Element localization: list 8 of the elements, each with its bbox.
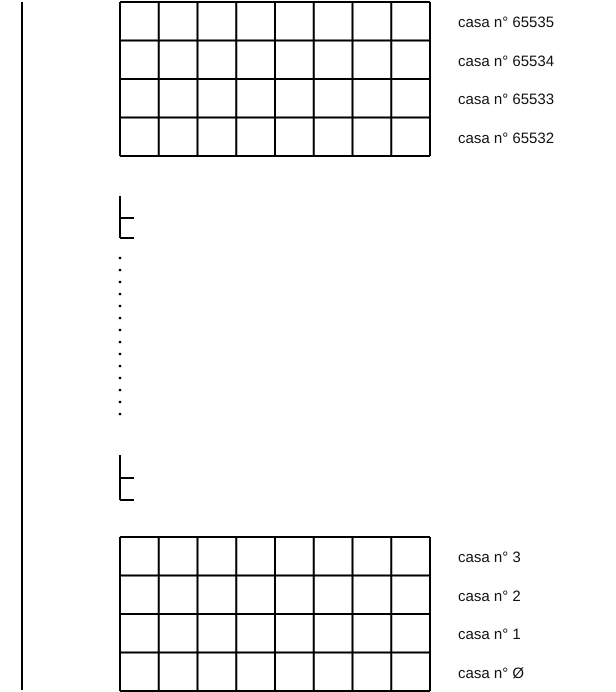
- memory-address-label: casa n° 65535: [458, 14, 554, 32]
- memory-address-label: casa n° 65534: [458, 52, 554, 70]
- memory-address-label: casa n° Ø: [458, 664, 524, 682]
- memory-address-label: casa n° 2: [458, 588, 521, 606]
- memory-address-label: casa n° 65533: [458, 91, 554, 109]
- memory-address-label: casa n° 1: [458, 626, 521, 644]
- memory-address-label: casa n° 65532: [458, 130, 554, 148]
- memory-address-label: casa n° 3: [458, 549, 521, 567]
